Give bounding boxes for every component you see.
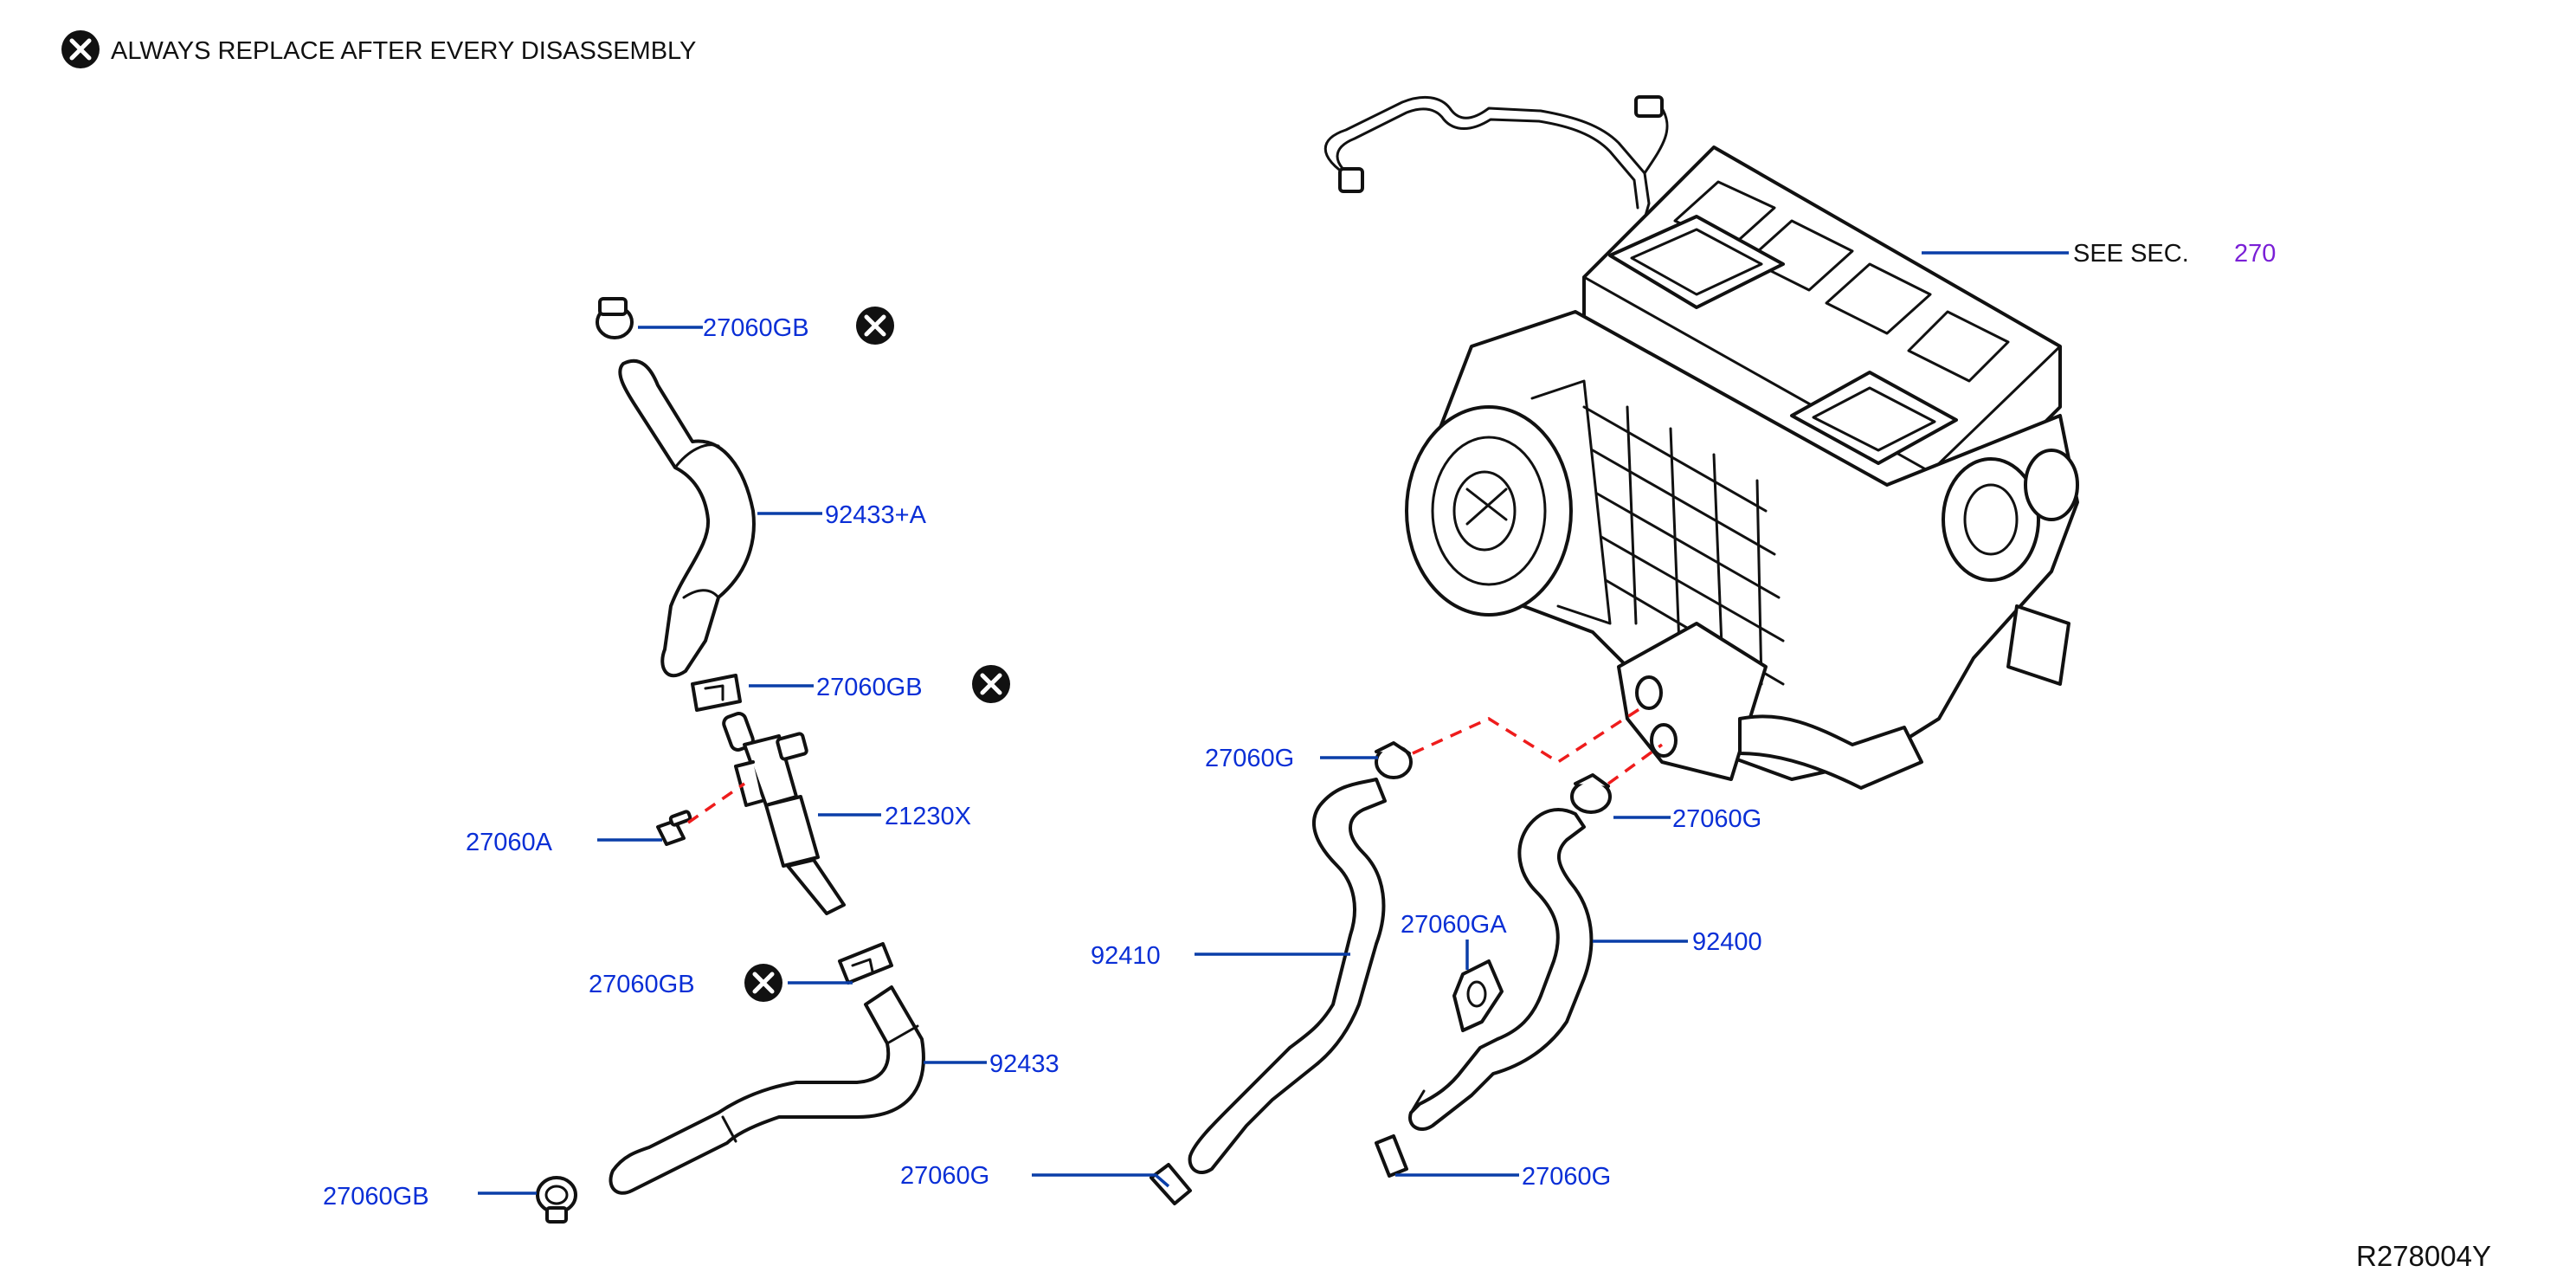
hose-inlet-drawing[interactable] <box>1188 778 1387 1174</box>
right-hose-assembly <box>1150 704 1664 1205</box>
section-reference: SEE SEC. 270 <box>2073 240 2276 268</box>
callout-clamp-top[interactable]: 27060GB <box>703 314 809 342</box>
bolt-to-valve-dash <box>687 782 745 824</box>
clamp-outlet-bottom-drawing[interactable] <box>1375 1134 1408 1178</box>
replace-marker-icon <box>744 964 782 1002</box>
clamp-bottom-drawing[interactable] <box>536 1176 577 1224</box>
reference-code: R278004Y <box>2356 1240 2491 1272</box>
callout-hose-inlet[interactable]: 92410 <box>1091 942 1161 970</box>
see-section-text: SEE SEC. <box>2073 240 2189 268</box>
clamp-inlet-bottom-drawing[interactable] <box>1150 1163 1192 1205</box>
replace-marker-icon <box>61 30 100 68</box>
inlet-dash-line <box>1412 704 1645 765</box>
replace-note: ALWAYS REPLACE AFTER EVERY DISASSEMBLY <box>61 30 696 68</box>
replace-marker-icon <box>972 665 1010 703</box>
callout-hose-outlet[interactable]: 92400 <box>1692 928 1762 956</box>
replace-marker-icon <box>856 307 894 345</box>
leader-lines <box>478 251 2069 1195</box>
hose-lower-drawing[interactable] <box>609 985 925 1195</box>
heater-unit-drawing <box>1323 95 2079 790</box>
callout-bracket[interactable]: 27060GA <box>1401 911 1507 939</box>
callout-labels: 27060GB 92433+A 27060GB 21230X 27060A 27… <box>323 314 1762 1211</box>
bracket-drawing[interactable] <box>1452 959 1504 1032</box>
callout-hose-lower[interactable]: 92433 <box>989 1050 1059 1078</box>
hose-outlet-drawing[interactable] <box>1408 808 1594 1131</box>
bolt-drawing[interactable] <box>656 810 692 846</box>
callout-clamp-inlet-bottom[interactable]: 27060G <box>900 1162 989 1190</box>
callout-bolt[interactable]: 27060A <box>466 829 553 856</box>
hose-upper-drawing[interactable] <box>618 358 756 678</box>
clamp-outlet-top-drawing[interactable] <box>1570 773 1612 814</box>
callout-hose-upper[interactable]: 92433+A <box>825 501 927 529</box>
clamp-mid-drawing[interactable] <box>691 674 742 712</box>
callout-clamp-outlet-bottom[interactable]: 27060G <box>1522 1163 1611 1191</box>
callout-valve[interactable]: 21230X <box>885 803 971 830</box>
callout-clamp-mid[interactable]: 27060GB <box>816 674 923 701</box>
callout-clamp-outlet-top[interactable]: 27060G <box>1672 805 1761 833</box>
outlet-dash-line <box>1607 743 1664 785</box>
clamp-top-drawing[interactable] <box>596 297 634 339</box>
valve-drawing[interactable] <box>722 712 846 915</box>
replace-note-text: ALWAYS REPLACE AFTER EVERY DISASSEMBLY <box>111 37 696 65</box>
clamp-lower-drawing[interactable] <box>838 942 893 985</box>
callout-clamp-lower[interactable]: 27060GB <box>589 971 695 998</box>
callout-clamp-bottom[interactable]: 27060GB <box>323 1183 429 1211</box>
section-link[interactable]: 270 <box>2234 240 2276 268</box>
callout-clamp-inlet-top[interactable]: 27060G <box>1205 745 1294 772</box>
left-hose-assembly <box>536 297 925 1224</box>
clamp-inlet-top-drawing[interactable] <box>1375 741 1413 779</box>
